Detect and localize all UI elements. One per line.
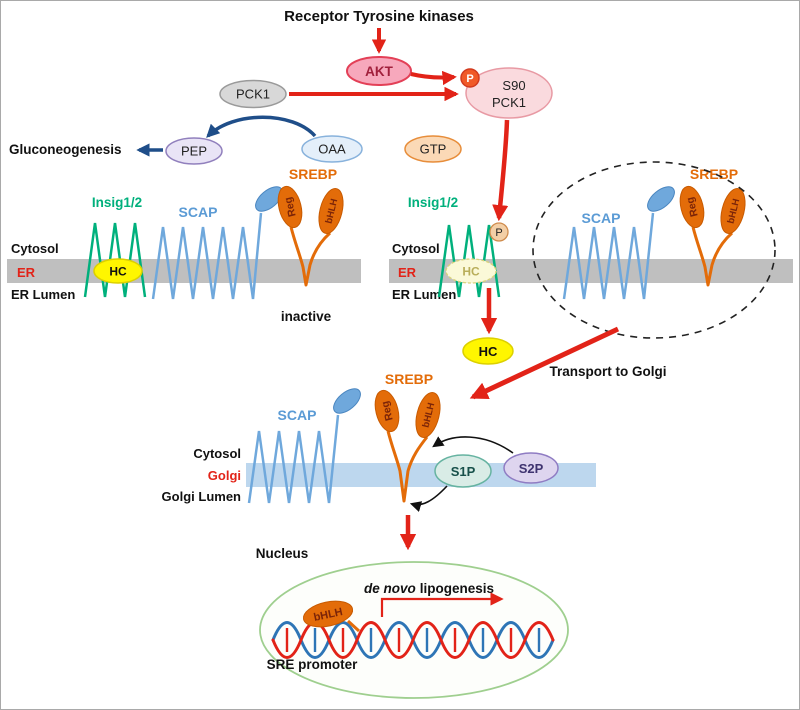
phospho-badge-membrane	[489, 222, 509, 242]
er-lumen-label-middle: ER Lumen	[392, 287, 456, 302]
gluconeogenesis-label: Gluconeogenesis	[9, 142, 122, 157]
insig-zigzag-left	[83, 222, 147, 298]
bhlh-dna-tail	[346, 619, 361, 633]
srebp-label-left: SREBP	[289, 166, 337, 182]
scap-loop-right	[647, 186, 675, 212]
arrow-s1p-cleavage	[409, 485, 448, 512]
akt-node	[346, 56, 412, 86]
bhlh-nucleus-domain	[302, 600, 354, 628]
golgi-lumen-label: Golgi Lumen	[162, 489, 242, 504]
hc-ellipse-fading	[445, 258, 497, 284]
scap-zigzag-left	[151, 212, 263, 300]
gtp-label: GTP	[420, 142, 447, 157]
nucleus-label: Nucleus	[256, 546, 309, 561]
sre-promoter-label: SRE promoter	[267, 657, 359, 672]
reg-label-golgi: Reg	[379, 400, 395, 422]
receptor-tyrosine-kinases-label: Receptor Tyrosine kinases	[284, 8, 474, 25]
hc-label-left: HC	[109, 265, 127, 279]
arrow-akt-to-phospho-pck1	[410, 70, 457, 86]
dashed-selection-ellipse	[532, 161, 776, 339]
hc-label-released: HC	[479, 344, 498, 359]
srebp-bhlh-domain-right	[720, 188, 746, 234]
er-lumen-label-left: ER Lumen	[11, 287, 75, 302]
scap-label-golgi: SCAP	[278, 407, 317, 423]
phospho-badge	[460, 68, 480, 88]
arrow-s2p-cleavage	[432, 436, 514, 454]
insig-label-middle: Insig1/2	[408, 195, 458, 210]
phospho-pck1-label: PCK1	[492, 95, 526, 110]
hc-ellipse-released	[462, 337, 514, 365]
transport-to-golgi-label: Transport to Golgi	[550, 364, 667, 379]
transcription-start-arrow	[380, 592, 504, 617]
scap-loop-golgi	[333, 388, 361, 414]
er-label-left: ER	[17, 265, 36, 280]
srebp-bhlh-domain-left	[318, 188, 344, 234]
phospho-badge-membrane-label: P	[495, 227, 502, 239]
scap-zigzag-golgi	[247, 414, 340, 504]
srebp-reg-domain-golgi	[374, 389, 400, 433]
gtp-node	[404, 135, 462, 163]
cytosol-label-left: Cytosol	[11, 241, 59, 256]
phospho-badge-label: P	[466, 73, 473, 85]
srebp-label-right: SREBP	[690, 166, 738, 182]
er-label-middle: ER	[398, 265, 417, 280]
insig-label-left: Insig1/2	[92, 195, 142, 210]
scap-label-right: SCAP	[582, 210, 621, 226]
scap-label-left: SCAP	[179, 204, 218, 220]
srebp-label-golgi: SREBP	[385, 371, 433, 387]
pck1-node	[219, 79, 287, 109]
bhlh-nucleus-label: bHLH	[313, 606, 344, 624]
pep-node	[165, 137, 223, 165]
akt-label: AKT	[365, 64, 393, 79]
pep-label: PEP	[181, 144, 207, 159]
arrow-phospho-pck1-to-membrane	[492, 119, 510, 222]
oaa-label: OAA	[318, 142, 346, 157]
s1p-label: S1P	[451, 464, 476, 479]
reg-label-right: Reg	[684, 196, 700, 218]
srebp-stem-right	[691, 226, 734, 287]
srebp-bhlh-domain-golgi	[415, 392, 441, 438]
s90-site-label: S90	[502, 78, 525, 93]
reg-label-left: Reg	[282, 196, 298, 218]
s2p-label: S2P	[519, 461, 544, 476]
pck1-label: PCK1	[236, 87, 270, 102]
srebp-reg-domain-left	[277, 185, 303, 229]
lipogenesis-text: lipogenesis	[420, 581, 494, 596]
insig-zigzag-middle	[437, 224, 501, 298]
de-novo-lipogenesis-label: de novo lipogenesis	[364, 581, 494, 596]
golgi-label: Golgi	[208, 468, 241, 483]
phospho-pck1-node	[465, 67, 553, 119]
srebp-reg-domain-right	[679, 185, 705, 229]
scap-zigzag-right	[562, 212, 655, 300]
srebp-stem-left	[289, 226, 332, 287]
s1p-node	[434, 454, 492, 488]
cytosol-label-middle: Cytosol	[392, 241, 440, 256]
inactive-label: inactive	[281, 309, 332, 324]
oaa-node	[301, 135, 363, 163]
hc-label-fading: HC	[462, 265, 480, 279]
arrow-transport-to-golgi	[469, 326, 620, 400]
de-novo-text: de novo	[364, 581, 416, 596]
s2p-node	[503, 452, 559, 484]
srebp-stem-golgi	[386, 430, 429, 503]
arrow-oaa-to-pep	[206, 115, 317, 138]
hc-ellipse-left	[93, 258, 143, 284]
cytosol-label-golgi: Cytosol	[193, 446, 241, 461]
